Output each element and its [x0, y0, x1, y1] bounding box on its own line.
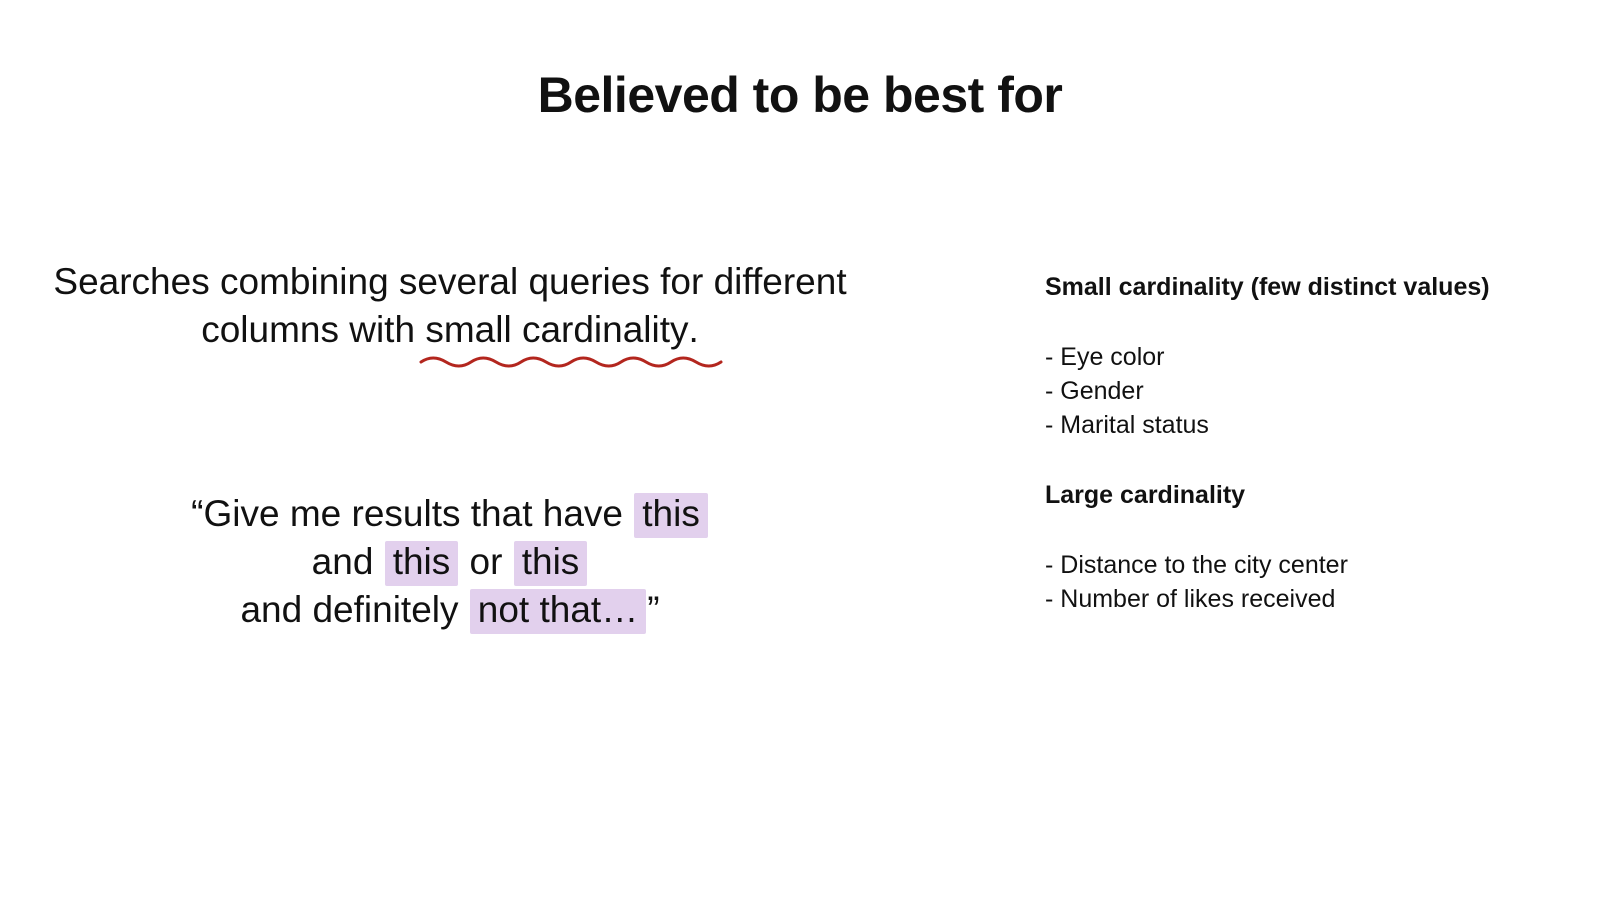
highlight-this-1: this: [634, 493, 708, 538]
wavy-underline-mark: [419, 356, 723, 368]
list-item: - Marital status: [1045, 411, 1209, 439]
list-item: - Gender: [1045, 377, 1144, 405]
example-quote: “Give me results that have this and this…: [40, 490, 860, 634]
main-statement: Searches combining several queries for d…: [40, 258, 860, 368]
large-cardinality-heading: Large cardinality: [1045, 481, 1246, 509]
highlight-not-that: not that…: [469, 589, 647, 634]
statement-period: .: [688, 309, 699, 350]
small-cardinality-heading: Small cardinality (few distinct values): [1045, 273, 1490, 301]
list-item: - Eye color: [1045, 343, 1165, 371]
large-cardinality-list: - Distance to the city center - Number o…: [1045, 548, 1585, 616]
quote-line-1: “Give me results that have this: [40, 490, 860, 538]
quote-line-2: and this or this: [40, 538, 860, 586]
statement-text: Searches combining several queries for d…: [53, 261, 847, 350]
list-item: - Number of likes received: [1045, 585, 1336, 613]
highlight-this-3: this: [513, 541, 588, 586]
small-cardinality-list: - Eye color - Gender - Marital status: [1045, 340, 1585, 442]
slide-title: Believed to be best for: [537, 67, 1063, 123]
statement-underlined-term: small cardinality: [419, 306, 723, 368]
quote-line-3: and definitely not that…”: [40, 586, 860, 634]
cardinality-panel: Small cardinality (few distinct values) …: [1045, 270, 1585, 616]
highlight-this-2: this: [384, 541, 459, 586]
list-item: - Distance to the city center: [1045, 551, 1348, 579]
